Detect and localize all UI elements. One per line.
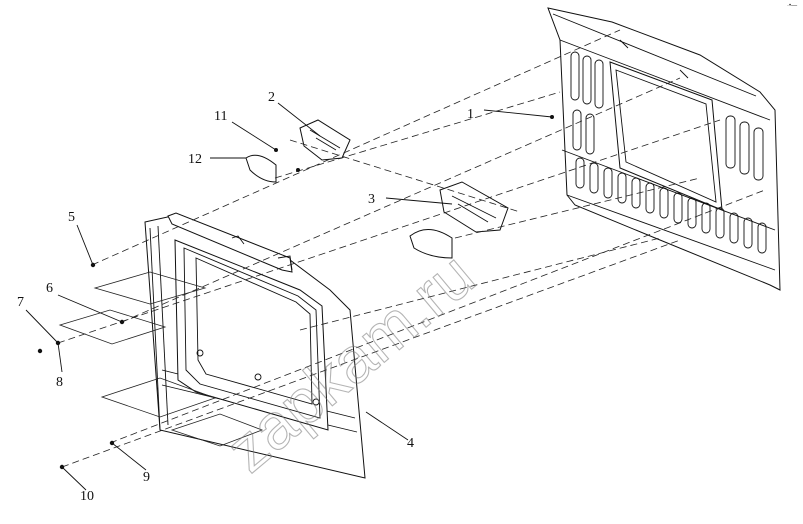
- rear-door-panel: [547, 7, 781, 291]
- callout-5: 5: [68, 210, 75, 225]
- washer-outlines: [58, 271, 264, 447]
- leader-lines: [25, 102, 553, 491]
- callout-3: 3: [368, 192, 375, 207]
- callout-11: 11: [214, 109, 227, 124]
- callout-2: 2: [268, 90, 275, 105]
- callout-10: 10: [80, 489, 94, 504]
- handle-cover-upper: [245, 154, 277, 183]
- door-trim-panel: [144, 212, 366, 479]
- callout-12: 12: [188, 152, 202, 167]
- callout-7: 7: [17, 295, 24, 310]
- lower-slot-row: [575, 157, 767, 254]
- callout-8: 8: [56, 375, 63, 390]
- hinge-bracket-lower: [439, 181, 509, 233]
- callout-6: 6: [46, 281, 53, 296]
- handle-cover-lower: [409, 229, 453, 259]
- callout-1: 1: [467, 107, 474, 122]
- fastener-points: [37, 115, 554, 470]
- callout-labels: 1 2 3 4 5 6 7 8 9 10 11 12: [17, 90, 474, 504]
- corner-mark: ·•—: [787, 3, 797, 9]
- assembly-axis-lines: [57, 29, 766, 468]
- callout-4: 4: [407, 436, 414, 451]
- callout-9: 9: [143, 470, 150, 485]
